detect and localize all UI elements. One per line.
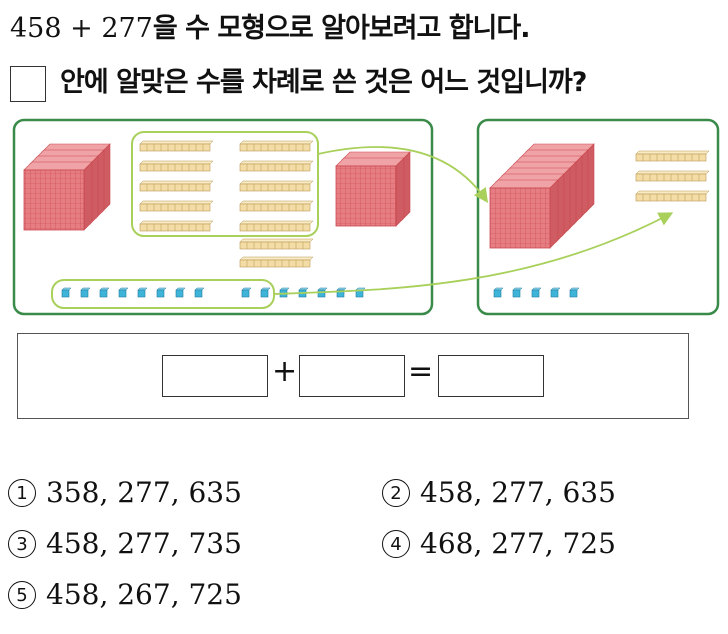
one-cube-a-6 (156, 289, 165, 298)
ten-rod-right-1-top (635, 150, 710, 155)
hundred-block-mid-1-top (335, 157, 405, 167)
one-cube-b-5 (317, 289, 326, 298)
left-panel (12, 118, 434, 316)
ten-rod-a-4-top (139, 200, 214, 205)
ten-rod-b-4-top (239, 200, 314, 205)
choice-4[interactable]: 4 468, 277, 725 (382, 527, 616, 560)
hundred-block-right-1-top (489, 179, 559, 189)
one-cube-right-3 (531, 289, 540, 298)
question-text-2: 안에 알맞은 수를 차례로 쓴 것은 어느 것입니까? (60, 67, 587, 98)
choice-3-text: 458, 277, 735 (46, 527, 242, 560)
answer-box-3[interactable] (438, 355, 544, 397)
choice-2-text: 458, 277, 635 (420, 476, 616, 509)
hundred-block-left-1-grid (24, 170, 84, 230)
choice-5-text: 458, 267, 725 (46, 578, 242, 611)
answer-box-1[interactable] (162, 355, 268, 397)
one-cube-a-7 (175, 289, 184, 298)
one-cube-right-2 (512, 289, 521, 298)
choice-5[interactable]: 5 458, 267, 725 (8, 578, 242, 611)
choice-1-number: 1 (8, 479, 36, 507)
one-cube-a-5 (137, 289, 146, 298)
ten-rod-a-5-top (139, 220, 214, 225)
blank-box-symbol (10, 65, 46, 102)
choice-3-number: 3 (8, 530, 36, 558)
one-cube-right-4 (550, 289, 559, 298)
question-expression: 458 + 277 (10, 13, 153, 44)
plus-sign: + (272, 354, 298, 389)
arrow-tens-to-hundred (317, 146, 489, 203)
one-cube-a-1 (61, 289, 70, 298)
ten-rod-a-3-top (139, 180, 214, 185)
question-text-1: 을 수 모형으로 알아보려고 합니다. (152, 13, 531, 44)
right-panel (476, 118, 720, 316)
ten-rod-c-2-top (239, 256, 314, 261)
choice-2-number: 2 (382, 479, 410, 507)
ten-rod-b-3-top (239, 180, 314, 185)
ten-rod-right-3-top (635, 190, 710, 195)
hundred-block-right-1-side (549, 179, 559, 249)
equals-sign: = (408, 354, 434, 389)
choice-1[interactable]: 1 358, 277, 635 (8, 476, 242, 509)
one-cube-b-6 (336, 289, 345, 298)
one-cube-a-8 (194, 289, 203, 298)
hundred-block-left-1-top (23, 161, 93, 171)
ten-rod-b-5-top (239, 220, 314, 225)
choice-1-text: 358, 277, 635 (46, 476, 242, 509)
ten-rod-b-2-top (239, 160, 314, 165)
ten-rod-right-2-top (635, 170, 710, 175)
hundred-block-mid-1-grid (336, 166, 396, 226)
tens-group-outline (131, 131, 319, 237)
ten-rod-b-1-top (239, 140, 314, 145)
one-cube-a-4 (118, 289, 127, 298)
one-cube-b-2 (260, 289, 269, 298)
hundred-block-left-1-side (83, 161, 93, 231)
base-ten-blocks-figure (12, 118, 720, 316)
choice-5-number: 5 (8, 581, 36, 609)
choice-4-number: 4 (382, 530, 410, 558)
ten-rod-a-1-top (139, 140, 214, 145)
arrow-ones-to-ten (273, 212, 674, 295)
question-line-1: 458 + 277을 수 모형으로 알아보려고 합니다. (10, 6, 531, 45)
ten-rod-a-2-top (139, 160, 214, 165)
choice-2[interactable]: 2 458, 277, 635 (382, 476, 616, 509)
hundred-block-mid-1-side (395, 157, 405, 227)
one-cube-b-1 (241, 289, 250, 298)
one-cube-a-2 (80, 289, 89, 298)
one-cube-a-3 (99, 289, 108, 298)
ten-rod-c-1-top (239, 238, 314, 243)
answer-box-2[interactable] (299, 355, 405, 397)
choice-3[interactable]: 3 458, 277, 735 (8, 527, 242, 560)
equation-frame: + = (17, 333, 689, 419)
question-line-2: 안에 알맞은 수를 차례로 쓴 것은 어느 것입니까? (10, 60, 587, 102)
choice-4-text: 468, 277, 725 (420, 527, 616, 560)
one-cube-right-5 (569, 289, 578, 298)
one-cube-right-1 (493, 289, 502, 298)
hundred-block-right-1-grid (490, 188, 550, 248)
